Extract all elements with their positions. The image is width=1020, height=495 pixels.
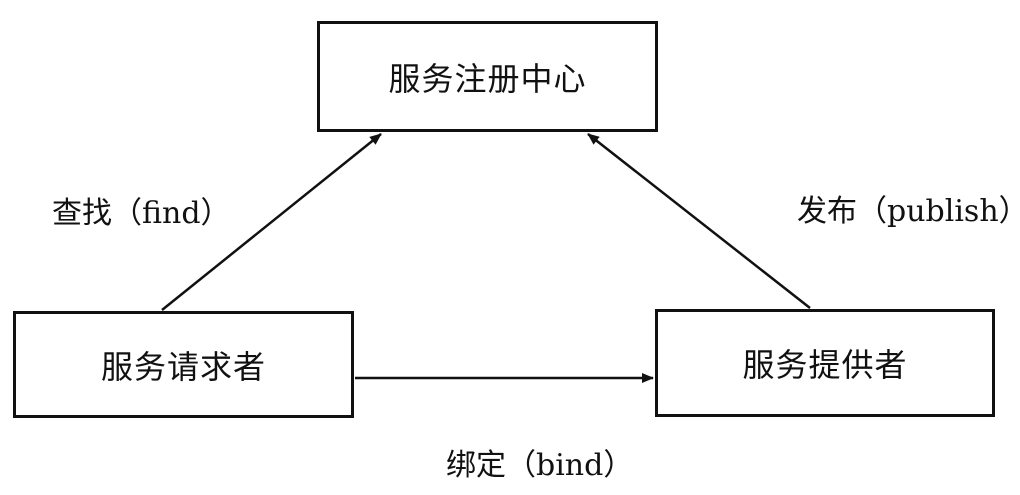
node-service-registry: 服务注册中心	[317, 21, 658, 132]
node-service-registry-label: 服务注册中心	[388, 59, 587, 98]
node-service-provider-label: 服务提供者	[742, 346, 908, 384]
edge-label-publish: 发布（publish）	[797, 194, 1020, 229]
node-service-requester-label: 服务请求者	[100, 347, 266, 386]
node-service-requester: 服务请求者	[13, 311, 354, 418]
edge-label-bind: 绑定（bind）	[446, 448, 634, 483]
node-service-provider: 服务提供者	[655, 309, 995, 417]
edge-publish-arrow	[587, 133, 811, 309]
edge-find-arrow	[161, 133, 382, 311]
edge-label-find: 查找（find）	[52, 196, 231, 231]
